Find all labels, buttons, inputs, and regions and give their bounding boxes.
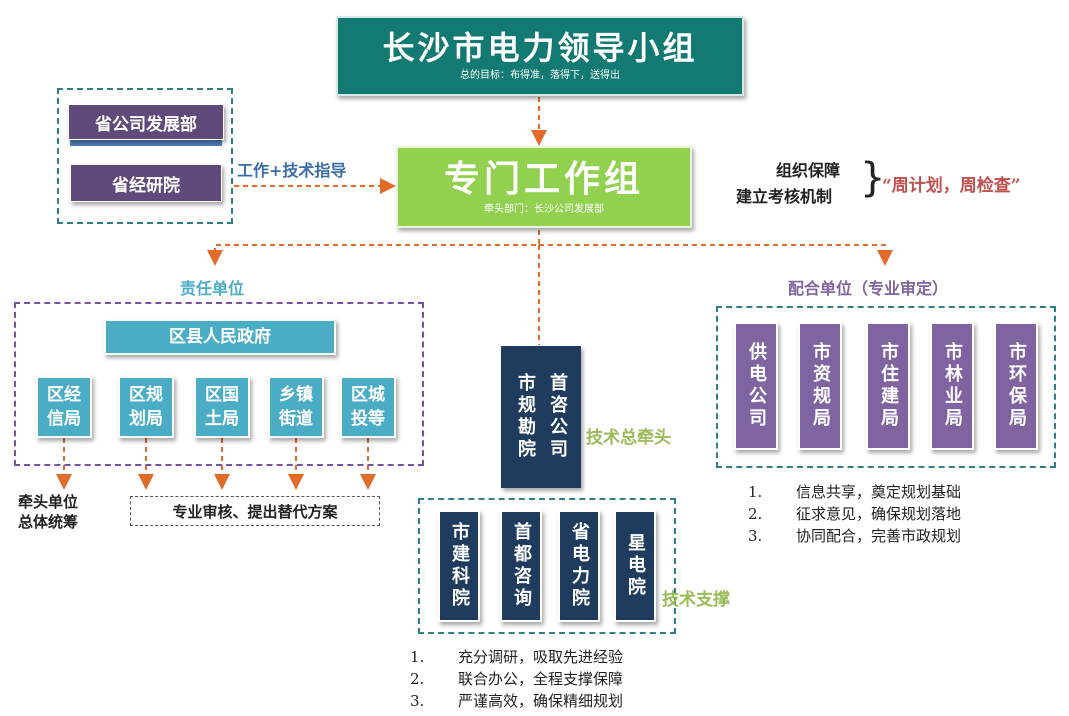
provincial-dev-dept: 省公司发展部 — [68, 104, 224, 140]
working-group-box: 专门工作组 牵头部门：长沙公司发展部 — [396, 146, 692, 228]
cooperate-unit: 市林业局 — [930, 322, 974, 450]
cooperate-unit: 市资规局 — [798, 322, 842, 450]
review-note: 专业审核、提出替代方案 — [172, 502, 338, 521]
working-group-subtitle: 牵头部门：长沙公司发展部 — [484, 204, 604, 215]
tech-support-unit: 首都咨询 — [500, 510, 542, 622]
tech-support-label: 技术支撑 — [662, 590, 730, 610]
responsible-unit: 区经信局 — [36, 376, 92, 438]
tech-support-unit: 省电力院 — [558, 510, 600, 622]
list-item: 3.严谨高效，确保精细规划 — [410, 692, 624, 710]
list-item: 1.充分调研，吸取先进经验 — [410, 648, 624, 666]
responsible-unit: 区国土局 — [194, 376, 250, 438]
lead-note: 牵头单位 总体统筹 — [18, 493, 79, 531]
tech-lead-col-2: 首咨公司 — [547, 373, 568, 461]
guarantee-line-1: 组织保障 — [776, 161, 841, 180]
responsible-group — [14, 302, 424, 466]
branch-line — [207, 230, 540, 266]
list-item: 2.联合办公，全程支撑保障 — [410, 670, 624, 688]
tech-support-unit: 星电院 — [614, 510, 656, 622]
provincial-research-institute: 省经研院 — [70, 164, 222, 202]
responsible-unit: 乡镇街道 — [268, 376, 324, 438]
guidance-group — [57, 88, 233, 224]
brace-icon: } — [860, 155, 886, 201]
list-item: 3.协同配合，完善市政规划 — [748, 527, 962, 545]
review-note-box: 专业审核、提出替代方案 — [130, 496, 380, 526]
list-item: 1.信息共享，奠定规划基础 — [748, 483, 962, 501]
leader-title: 长沙市电力领导小组 — [382, 29, 698, 67]
responsible-unit: 区城投等 — [340, 376, 396, 438]
cooperate-list: 1.信息共享，奠定规划基础 2.征求意见，确保规划落地 3.协同配合，完善市政规… — [748, 481, 961, 547]
responsible-label: 责任单位 — [180, 279, 245, 298]
working-group-title: 专门工作组 — [443, 158, 644, 200]
leader-subtitle: 总的目标：布得准，落得下，送得出 — [460, 70, 620, 81]
support-list: 1.充分调研，吸取先进经验 2.联合办公，全程支撑保障 3.严谨高效，确保精细规… — [410, 646, 623, 712]
tech-support-unit: 市建科院 — [438, 510, 480, 622]
cooperate-group — [716, 306, 1056, 468]
leader-box: 长沙市电力领导小组 总的目标：布得准，落得下，送得出 — [336, 16, 744, 96]
tech-lead-box: 市规勘院 首咨公司 — [501, 346, 581, 488]
county-government: 区县人民政府 — [104, 319, 336, 355]
cooperate-label: 配合单位（专业审定） — [788, 279, 949, 298]
tech-support-group — [418, 498, 676, 634]
branch-line-right — [539, 244, 893, 266]
guidance-label: 工作+技术指导 — [237, 161, 347, 180]
guarantee-line-2: 建立考核机制 — [736, 187, 833, 206]
cooperate-unit: 供电公司 — [734, 322, 778, 450]
cooperate-unit: 市环保局 — [994, 322, 1038, 450]
list-item: 2.征求意见，确保规划落地 — [748, 505, 962, 523]
cooperate-unit: 市住建局 — [866, 322, 910, 450]
tech-lead-label: 技术总牵头 — [586, 428, 671, 448]
responsible-unit: 区规划局 — [118, 376, 174, 438]
tech-lead-col-1: 市规勘院 — [515, 373, 536, 461]
slogan: “周计划，周检查” — [882, 176, 1021, 196]
